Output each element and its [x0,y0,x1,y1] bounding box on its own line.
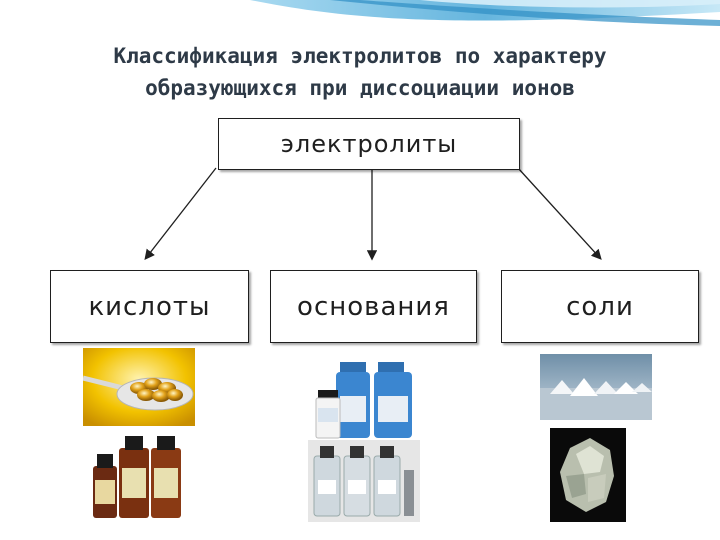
node-acids-label: кислоты [88,291,211,322]
slide-title: Классификация электролитов по характеру … [20,40,700,104]
node-bases: основания [270,270,477,343]
capsules-spoon-photo [83,348,195,426]
arrow-to-salts [517,167,602,260]
arrow-to-acids [144,167,217,261]
node-salts-label: соли [566,291,634,322]
lab-bottles-photo [308,440,420,522]
node-acids: кислоты [50,270,249,343]
brown-bottles-photo [83,434,195,522]
salt-piles-photo [540,354,652,420]
node-salts: соли [501,270,699,343]
header-wave-decoration [250,0,720,26]
node-bases-label: основания [297,291,450,322]
title-line-1: Классификация электролитов по характеру [113,44,607,68]
blue-jars-photo [312,360,422,442]
salt-crystal-photo [550,428,626,522]
root-node-electrolytes: электролиты [218,118,520,170]
root-node-label: электролиты [280,130,458,158]
title-line-2: образующихся при диссоциации ионов [145,76,575,100]
